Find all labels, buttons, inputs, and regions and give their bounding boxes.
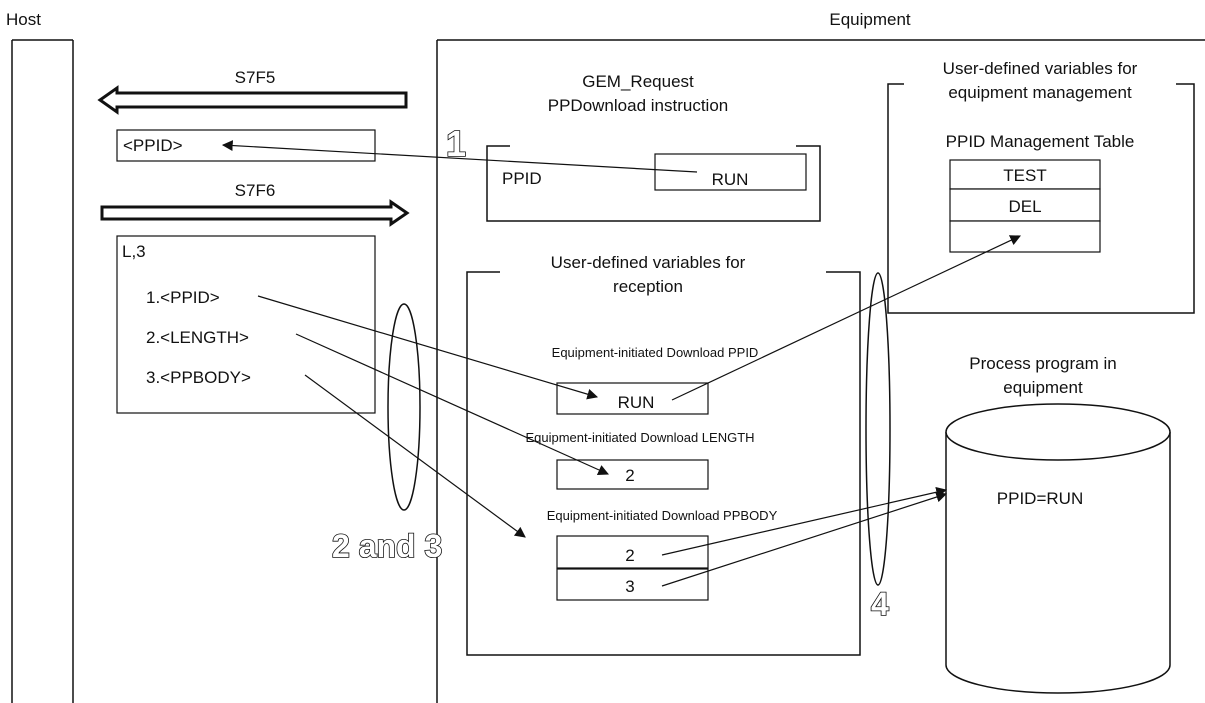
gem-ppid-value-box: [654, 153, 807, 191]
reception-length-box: [556, 459, 709, 490]
s7f5-body-text: <PPID>: [123, 136, 183, 155]
reception-length-label: Equipment-initiated Download LENGTH: [525, 430, 754, 445]
table-cell-test: TEST: [1003, 166, 1046, 185]
reception-subtitle: reception: [613, 277, 683, 296]
s7f5-arrow: [97, 85, 408, 115]
equipment-frame: [436, 39, 1205, 703]
reception-ppbody-value-1: 2: [625, 546, 634, 565]
management-subtitle: equipment management: [948, 83, 1132, 102]
s7f6-list-box: [116, 235, 376, 414]
arrow-length-to-reception: [295, 333, 609, 475]
host-label: Host: [6, 10, 41, 29]
reception-ppbody-box-2: [556, 568, 709, 601]
arrow-run-to-management: [671, 235, 1021, 401]
arrow-ppbody-to-reception: [304, 374, 526, 538]
table-row: [949, 159, 1101, 190]
process-program-subtitle: equipment: [1003, 378, 1083, 397]
arrow-ppbody-3-to-program: [661, 491, 948, 587]
reception-bracket: [466, 271, 861, 656]
gem-ppid-value: RUN: [712, 170, 749, 189]
step-4-ellipse: [865, 272, 891, 586]
process-program-cylinder: [945, 403, 1171, 694]
arrow-ppbody-2-to-program: [661, 486, 948, 556]
s7f6-label: S7F6: [235, 181, 276, 200]
host-lifeline: [11, 39, 74, 703]
equipment-label: Equipment: [829, 10, 911, 29]
gem-request-title: GEM_Request: [582, 72, 694, 91]
reception-ppbody-box-1: [556, 535, 709, 569]
arrow-gem-ppid-to-host: [221, 140, 698, 173]
reception-length-value: 2: [625, 466, 634, 485]
step-1-marker: 1: [446, 123, 466, 164]
reception-ppbody-value-2: 3: [625, 577, 634, 596]
s7f6-item-ppid: 1.<PPID>: [146, 288, 220, 307]
gem-request-bracket: [486, 145, 821, 222]
step-2-3-marker: 2 and 3: [332, 528, 442, 564]
s7f6-item-length: 2.<LENGTH>: [146, 328, 249, 347]
reception-ppid-label: Equipment-initiated Download PPID: [552, 345, 759, 360]
ppid-management-table: TEST DEL: [949, 159, 1101, 253]
reception-ppbody-label: Equipment-initiated Download PPBODY: [547, 508, 778, 523]
s7f6-item-ppbody: 3.<PPBODY>: [146, 368, 251, 387]
s7f5-label: S7F5: [235, 68, 276, 87]
gem-ppid-label: PPID: [502, 169, 542, 188]
steps-2-3-ellipse: [387, 303, 421, 511]
s7f6-list-header: L,3: [122, 242, 146, 261]
reception-ppid-value: RUN: [618, 393, 655, 412]
table-row: [949, 188, 1101, 222]
table-cell-del: DEL: [1008, 197, 1041, 216]
management-title: User-defined variables for: [943, 59, 1138, 78]
gem-request-subtitle: PPDownload instruction: [548, 96, 728, 115]
management-bracket: [887, 83, 1195, 314]
table-row: [949, 220, 1101, 253]
reception-ppid-box: [556, 382, 709, 415]
management-table-title: PPID Management Table: [946, 132, 1135, 151]
s7f5-body-box: [116, 129, 376, 162]
step-4-marker: 4: [871, 586, 889, 622]
arrow-ppid-to-reception: [257, 295, 599, 400]
reception-title: User-defined variables for: [551, 253, 746, 272]
process-program-content: PPID=RUN: [997, 489, 1083, 508]
s7f6-arrow: [100, 199, 410, 227]
process-program-title: Process program in: [969, 354, 1116, 373]
